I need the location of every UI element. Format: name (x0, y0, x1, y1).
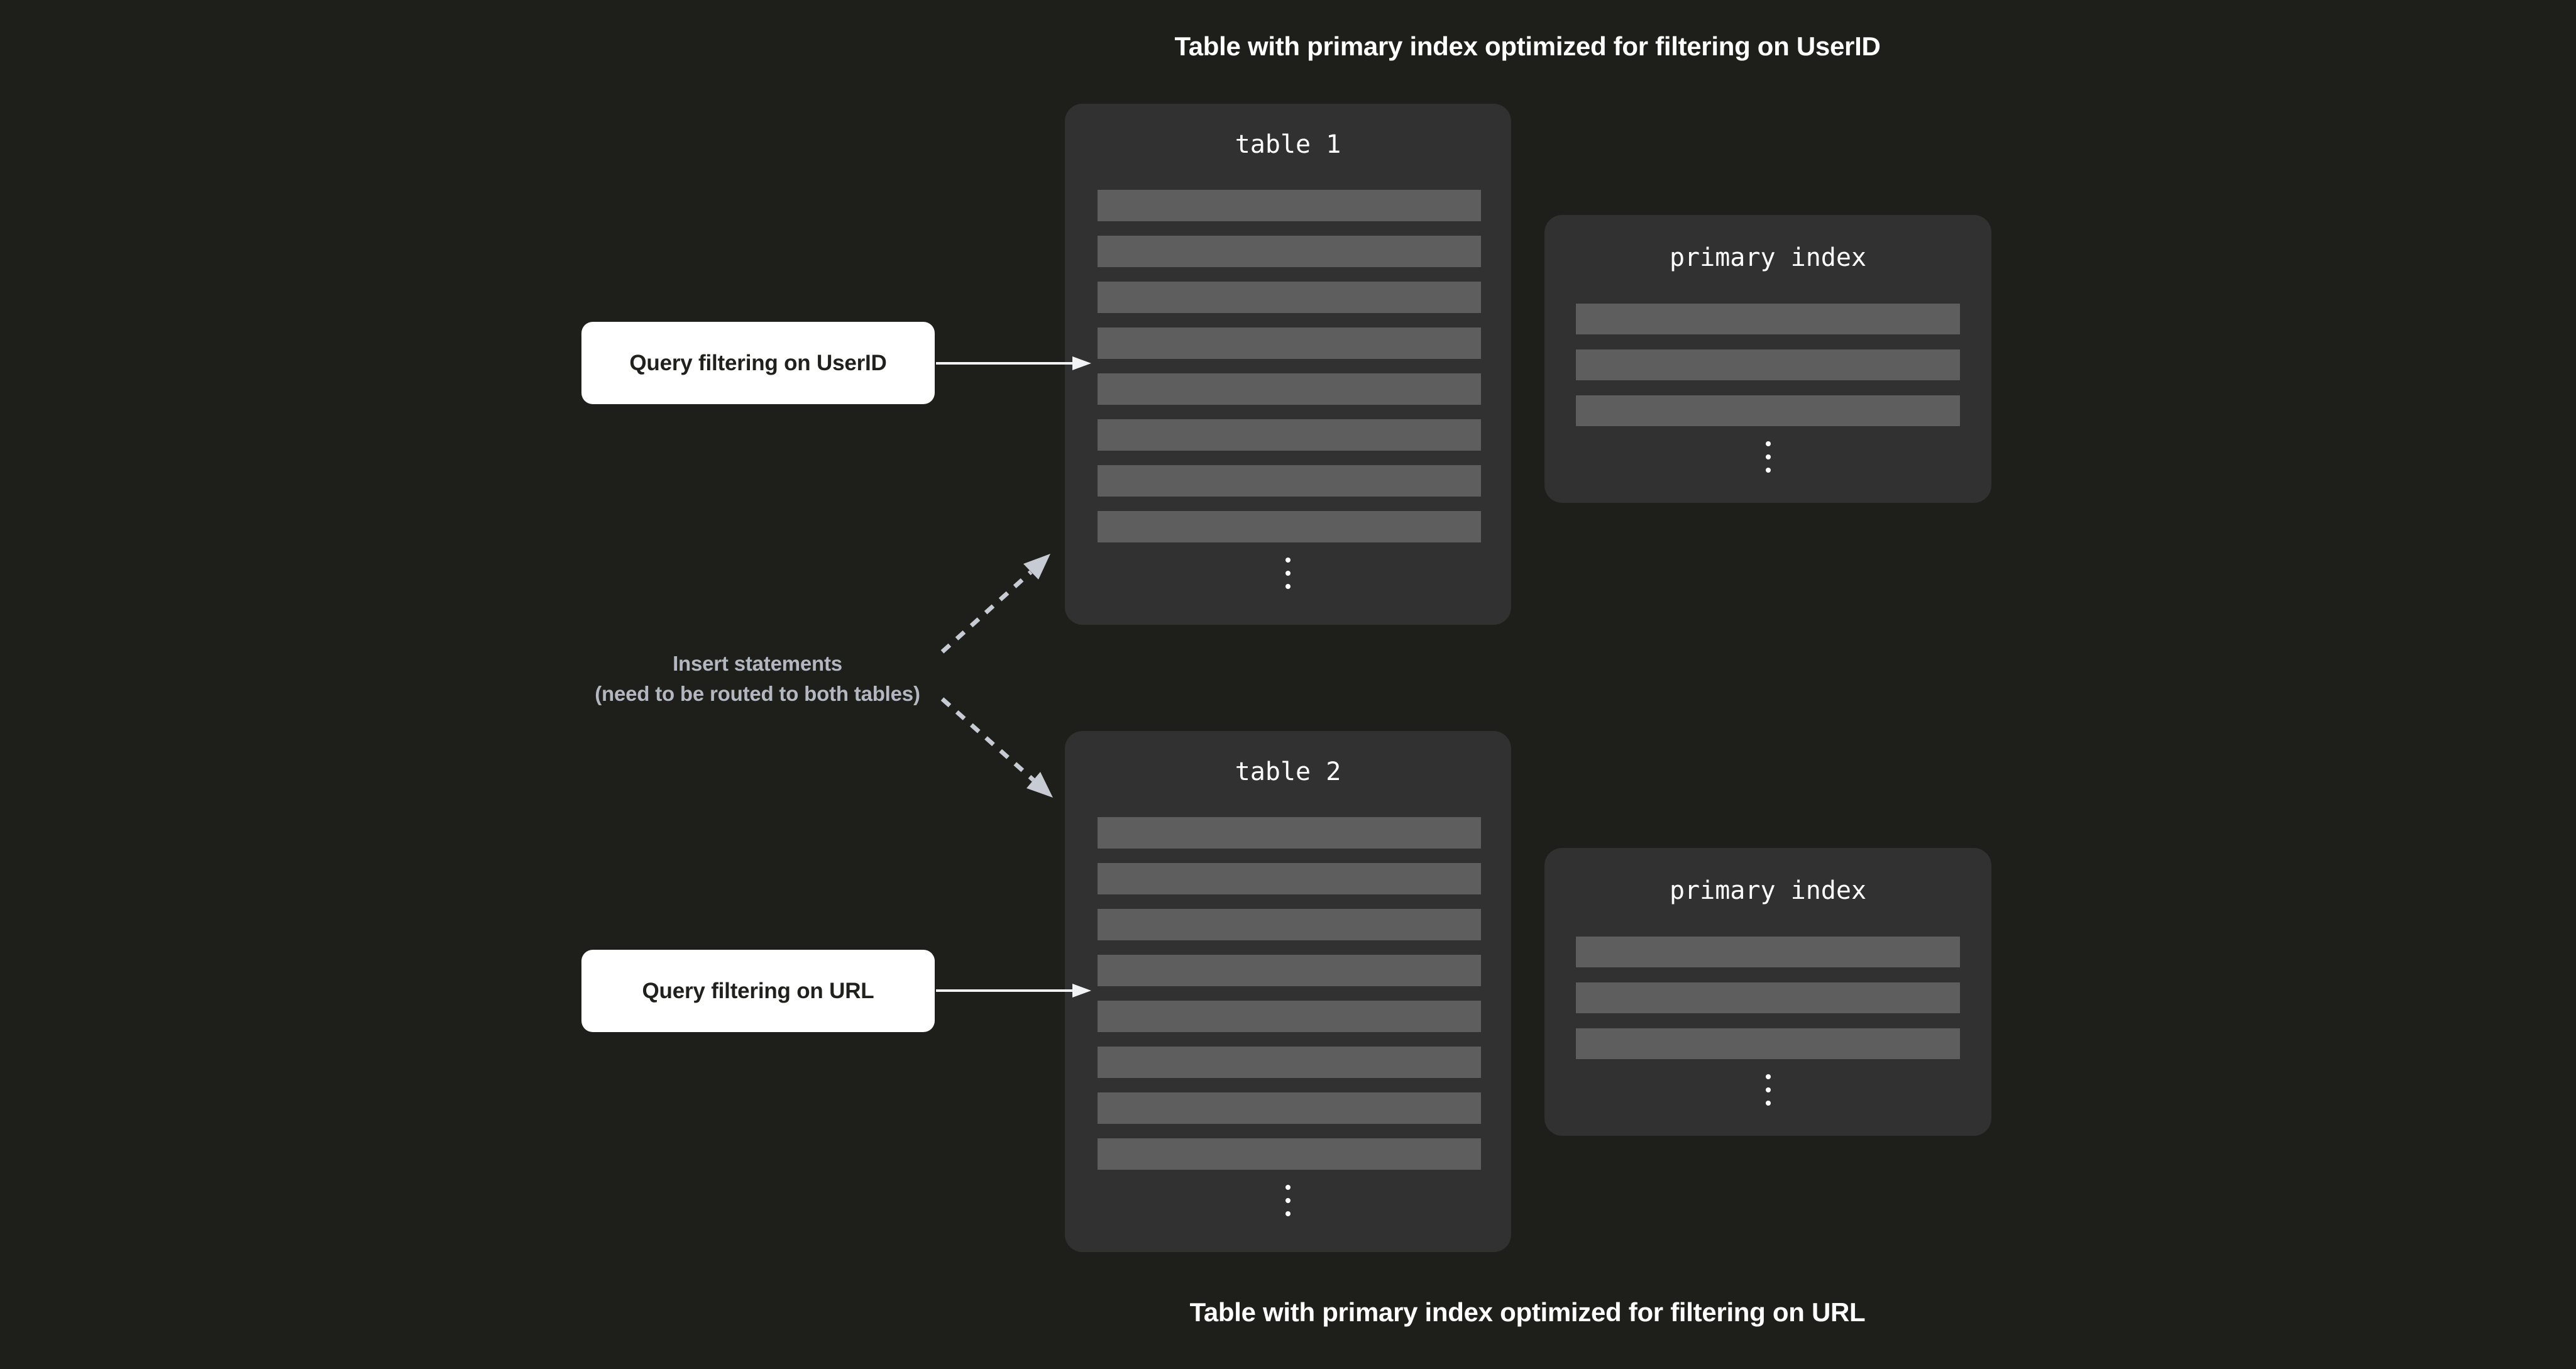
vertical-ellipsis-icon (1765, 1074, 1771, 1106)
primary-index-2-rows (1576, 937, 1960, 1074)
dashed-arrow-to-table2 (940, 697, 1053, 798)
top-caption: Table with primary index optimized for f… (1174, 31, 1881, 61)
placeholder-row (1098, 465, 1481, 497)
placeholder-row (1098, 373, 1481, 405)
placeholder-row (1576, 349, 1960, 380)
placeholder-row (1576, 1028, 1960, 1059)
placeholder-row (1098, 511, 1481, 542)
placeholder-row (1098, 1092, 1481, 1124)
placeholder-row (1098, 909, 1481, 940)
table-1-title: table 1 (1235, 130, 1341, 159)
placeholder-row (1098, 236, 1481, 267)
primary-index-2-title: primary index (1669, 876, 1867, 905)
arrowhead-down-right-icon (1027, 772, 1053, 798)
table-1-box: table 1 (1065, 104, 1511, 625)
primary-index-1-rows (1576, 304, 1960, 441)
primary-index-2-box: primary index (1544, 848, 1991, 1136)
dashed-arrow-to-table1 (940, 554, 1050, 654)
vertical-ellipsis-icon (1765, 441, 1771, 473)
placeholder-row (1576, 937, 1960, 967)
placeholder-row (1098, 863, 1481, 894)
bottom-caption: Table with primary index optimized for f… (1189, 1297, 1866, 1327)
query-url-label: Query filtering on URL (581, 950, 935, 1032)
placeholder-row (1576, 304, 1960, 334)
placeholder-row (1098, 282, 1481, 313)
query-url-label-text: Query filtering on URL (642, 978, 874, 1003)
primary-index-1-title: primary index (1669, 243, 1867, 272)
placeholder-row (1576, 982, 1960, 1013)
placeholder-row (1576, 395, 1960, 426)
arrowhead-up-right-icon (1023, 554, 1050, 580)
placeholder-row (1098, 190, 1481, 221)
query-userid-label: Query filtering on UserID (581, 322, 935, 404)
insert-note-line-2: (need to be routed to both tables) (595, 682, 920, 705)
placeholder-row (1098, 1138, 1481, 1170)
table-2-box: table 2 (1065, 731, 1511, 1252)
vertical-ellipsis-icon (1285, 1185, 1291, 1216)
table-1-rows (1098, 190, 1481, 557)
primary-index-1-box: primary index (1544, 215, 1991, 503)
insert-note-line-1: Insert statements (673, 652, 842, 675)
placeholder-row (1098, 955, 1481, 986)
placeholder-row (1098, 327, 1481, 359)
vertical-ellipsis-icon (1285, 558, 1291, 589)
placeholder-row (1098, 419, 1481, 451)
placeholder-row (1098, 817, 1481, 849)
placeholder-row (1098, 1001, 1481, 1032)
placeholder-row (1098, 1047, 1481, 1078)
table-2-title: table 2 (1235, 757, 1341, 786)
table-2-rows (1098, 817, 1481, 1184)
query-userid-label-text: Query filtering on UserID (629, 350, 887, 375)
insert-statements-note: Insert statements (need to be routed to … (541, 649, 974, 709)
